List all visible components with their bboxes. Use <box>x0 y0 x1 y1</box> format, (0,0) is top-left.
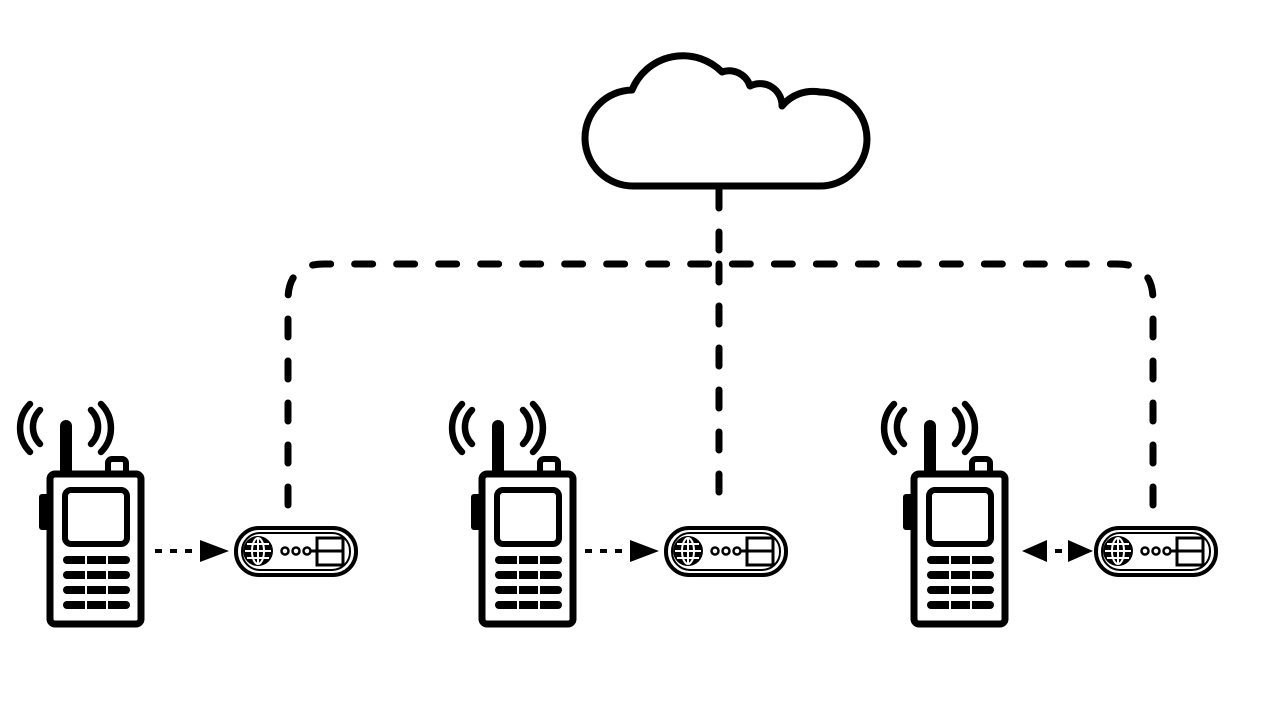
gateway-3 <box>1094 526 1218 577</box>
link-gateway-3-cloud <box>715 260 1157 509</box>
gateway-2 <box>664 526 788 577</box>
arrow-radio-3-gateway-3-bidirectional <box>1022 540 1093 562</box>
radio-3 <box>884 404 1005 624</box>
radio-1 <box>20 404 141 624</box>
gateway-1 <box>234 526 358 577</box>
radio-2 <box>452 404 573 624</box>
arrow-radio-2-to-gateway-2 <box>583 538 661 564</box>
link-gateway-1-cloud <box>284 260 723 509</box>
arrow-radio-1-to-gateway-1 <box>153 538 231 564</box>
cloud-icon <box>581 52 871 190</box>
